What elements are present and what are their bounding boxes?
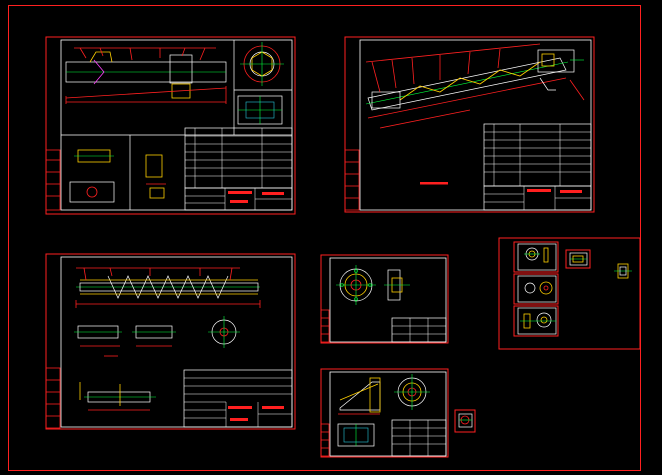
bracket-view bbox=[337, 374, 430, 447]
section-circle-view bbox=[240, 42, 284, 86]
parts-list-table bbox=[483, 123, 592, 187]
sheet-side-strip bbox=[45, 367, 61, 429]
sheet-assembly-inclined[interactable] bbox=[344, 36, 595, 213]
title-block bbox=[184, 187, 293, 211]
sheet-screw-shaft[interactable] bbox=[45, 253, 296, 430]
sheet-assembly-top[interactable] bbox=[45, 36, 296, 215]
title-block bbox=[483, 185, 592, 211]
sheet-frame bbox=[60, 256, 293, 428]
sheet-frame bbox=[329, 257, 447, 343]
shaft-detail-views bbox=[74, 316, 240, 411]
title-block bbox=[391, 419, 447, 457]
detail-view bbox=[237, 95, 283, 125]
sheet-small-part[interactable] bbox=[454, 409, 476, 433]
sheet-border bbox=[45, 36, 296, 215]
small-sheet-5 bbox=[513, 305, 559, 337]
screw-flight-view bbox=[75, 267, 261, 308]
small-sheet-1 bbox=[513, 241, 559, 273]
sheet-side-strip bbox=[45, 149, 61, 211]
assembly-view bbox=[65, 47, 227, 104]
sheet-border bbox=[320, 368, 449, 458]
small-sheet-4 bbox=[513, 273, 559, 305]
sheet-border bbox=[45, 253, 296, 430]
flange-view bbox=[336, 265, 410, 305]
inclined-conveyor-view bbox=[365, 43, 585, 129]
parts-list-table bbox=[184, 127, 293, 189]
sheet-border bbox=[454, 409, 476, 433]
caption-mark bbox=[420, 182, 448, 185]
sheet-frame bbox=[329, 371, 447, 457]
sheet-side-strip bbox=[320, 423, 330, 457]
sub-detail-views bbox=[69, 135, 166, 210]
group-small-parts[interactable] bbox=[498, 237, 641, 350]
title-block bbox=[391, 317, 447, 343]
group-border bbox=[498, 237, 641, 350]
sheet-border bbox=[320, 254, 449, 344]
small-part-3 bbox=[614, 263, 632, 279]
small-sheet-2 bbox=[565, 249, 591, 269]
sheet-side-strip bbox=[344, 149, 360, 211]
title-block bbox=[183, 369, 293, 428]
sheet-side-strip bbox=[320, 309, 330, 343]
sheet-frame bbox=[60, 39, 293, 211]
sheet-flange[interactable] bbox=[320, 254, 449, 344]
sheet-bracket[interactable] bbox=[320, 368, 449, 458]
sheet-border bbox=[344, 36, 595, 213]
